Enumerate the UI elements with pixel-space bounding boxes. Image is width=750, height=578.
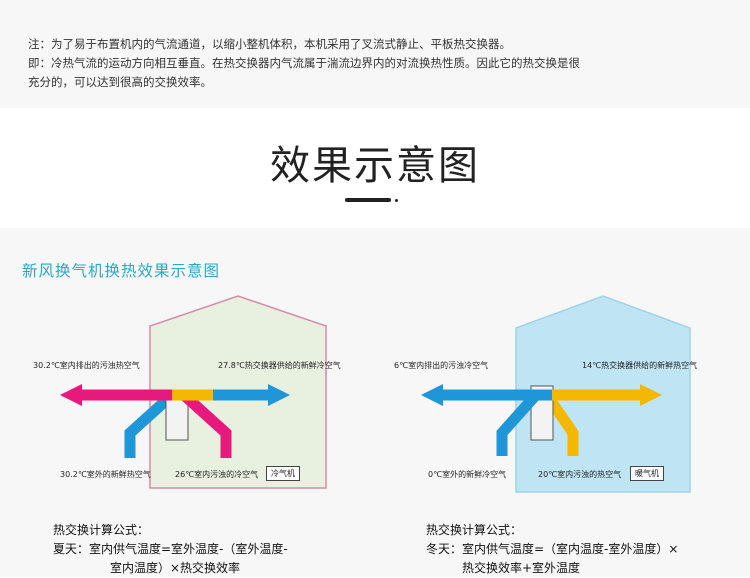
note-line-3: 充分的，可以达到很高的交换效率。 [28,75,212,89]
panel-heading: 新风换气机换热效果示意图 [22,262,221,280]
summer-exhaust-arrow [82,389,232,458]
heater-tag: 暖气机 [630,466,664,481]
summer-exhaust-label: 30.2℃室内排出的污浊热空气 [33,361,140,370]
summer-formula-title: 热交换计算公式： [53,523,150,537]
title-dot [395,199,398,202]
winter-formula-line-2: 热交换效率+室外温度 [462,561,581,575]
summer-indoor-label: 26℃室内污浊的冷空气 [175,470,259,479]
heat-exchange-diagram [60,295,691,493]
winter-supply-arrowhead [640,384,662,406]
title-underline [345,198,391,202]
winter-outdoor-label: 0℃室外的新鲜冷空气 [428,470,507,479]
winter-exhaust-label: 6℃室内排出的污浊冷空气 [394,361,489,370]
summer-formula-line-2: 室内温度）×热交换效率 [110,561,241,575]
note-band [0,0,750,108]
summer-outdoor-air-arrowhead [268,384,290,406]
winter-formula-line-1: 冬天：室内供气温度=（室内温度-室外温度）× [426,542,679,556]
section-title: 效果示意图 [270,143,480,189]
summer-supply-label: 27.8℃热交换器供给的新鲜冷空气 [218,361,341,370]
winter-supply-label: 14℃热交换器供给的新鲜热空气 [582,361,698,370]
summer-formula-line-1: 夏天：室内供气温度=室外温度-（室外温度- [53,542,288,556]
winter-exhaust-arrowhead [421,384,443,406]
summer-outdoor-label: 30.2℃室外的新鲜热空气 [60,470,151,479]
winter-indoor-label: 20℃室内污浊的热空气 [538,470,622,479]
summer-exhaust-arrowhead [60,384,82,406]
summer-outdoor-air-arrow [124,389,268,458]
note-line-1: 注：为了易于布置机内的气流通道，以缩小整机体积，本机采用了叉流式静止、平板热交换… [28,37,511,51]
winter-formula-title: 热交换计算公式： [426,523,523,537]
air-conditioner-tag: 冷气机 [266,466,300,481]
note-line-2: 即：冷热气流的运动方向相互垂直。在热交换器内气流属于湍流边界内的对流换热性质。因… [28,56,580,70]
